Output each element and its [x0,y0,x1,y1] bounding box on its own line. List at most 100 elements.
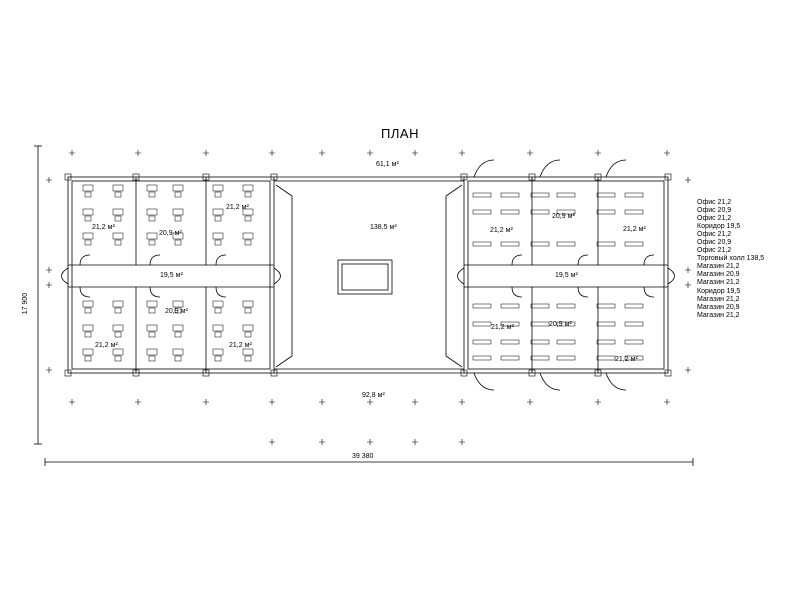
chair [214,331,222,338]
shelf-rack [472,355,492,361]
shelf-rack [624,321,644,327]
shelf-rack [624,209,644,215]
grid-marks-layer [46,150,691,445]
desk [212,208,224,216]
center-hall-walls [274,176,464,374]
chair [148,331,156,338]
shelf-rack [624,192,644,198]
grid-cross-mark [595,150,601,156]
shelf-rack [556,209,576,215]
shelf-rack [530,192,550,198]
shelf-rack [556,339,576,345]
grid-cross-mark [203,399,209,405]
grid-cross-mark [135,399,141,405]
desk [172,348,184,356]
shelf-rack [500,241,520,247]
legend-item: Офис 21,2 [697,199,732,206]
grid-cross-mark [412,150,418,156]
chair [174,331,182,338]
legend-item: Офис 20,9 [697,207,732,215]
shelf-rack [556,303,576,309]
grid-cross-mark [459,439,465,445]
grid-cross-mark [367,150,373,156]
dimension-width-label: 39 380 [352,453,374,460]
grid-cross-mark [527,150,533,156]
chair [244,307,252,314]
shelf-rack [556,321,576,327]
desk [242,184,254,192]
desk [82,348,94,356]
shelf-rack [530,209,550,215]
shelf-rack [500,192,520,198]
chair [148,239,156,246]
chair [114,239,122,246]
furniture-layer [82,184,644,362]
desk [242,232,254,240]
desk [146,300,158,308]
shelf-rack [530,355,550,361]
chair [84,191,92,198]
shelf-rack [624,339,644,345]
legend-item: Офис 20,9 [697,239,732,247]
shelf-rack [472,303,492,309]
shelf-rack [596,355,616,361]
desk [82,232,94,240]
chair [84,239,92,246]
legend-item: Коридор 19,5 [697,287,741,295]
desk [146,324,158,332]
shelf-rack [472,321,492,327]
shelf-rack [596,321,616,327]
grid-cross-mark [412,399,418,405]
right-block-walls [457,159,675,391]
chair [174,191,182,198]
chair [214,355,222,362]
chair [84,355,92,362]
desk [172,232,184,240]
right-block-wall-joints [460,173,672,377]
grid-cross-mark [269,439,275,445]
grid-cross-mark [459,150,465,156]
dimension-height-label: 17 900 [22,292,30,315]
grid-cross-mark [367,439,373,445]
desk [212,300,224,308]
grid-cross-mark [459,399,465,405]
chair [84,307,92,314]
legend-item: Магазин 21,2 [697,295,740,303]
desk [82,208,94,216]
desk [146,208,158,216]
desk [112,208,124,216]
chair [174,307,182,314]
chair [244,331,252,338]
shelf-rack [624,355,644,361]
shelf-rack [530,321,550,327]
legend-item: Офис 21,2 [697,231,732,239]
grid-cross-mark [135,150,141,156]
shelf-rack [624,241,644,247]
chair [148,307,156,314]
shelf-rack [500,355,520,361]
shelf-rack [530,241,550,247]
legend-item: Офис 21,2 [697,215,732,223]
grid-cross-mark [269,399,275,405]
desk [82,184,94,192]
grid-cross-mark [69,399,75,405]
legend-item: Магазин 21,2 [697,311,740,319]
chair [214,191,222,198]
shelf-rack [596,192,616,198]
desk [82,324,94,332]
chair [84,215,92,222]
grid-cross-mark [269,150,275,156]
dimension-line-width [44,458,694,466]
